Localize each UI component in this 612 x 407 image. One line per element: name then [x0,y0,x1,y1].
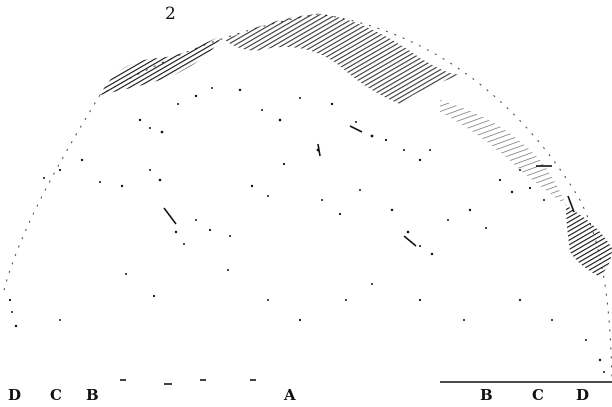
dome-outline [3,13,612,381]
baseline-label-left-d: D [8,386,22,404]
baseline-label-left-b: B [86,386,99,404]
stipple-marks [8,87,605,373]
dark-crest-right [566,205,612,276]
baseline-label-center-a: A [284,386,296,404]
baseline-label-left-c: C [50,386,62,404]
baseline-label-right-b: B [480,386,493,404]
rim-hatching-right [440,100,566,205]
figure-number-label: 2 [165,4,176,24]
engraving-strokes [120,125,575,385]
dark-crest-top [225,14,460,104]
baseline-label-right-c: C [532,386,544,404]
dark-crest-left [100,36,222,95]
baseline-label-right-d: D [576,386,590,404]
